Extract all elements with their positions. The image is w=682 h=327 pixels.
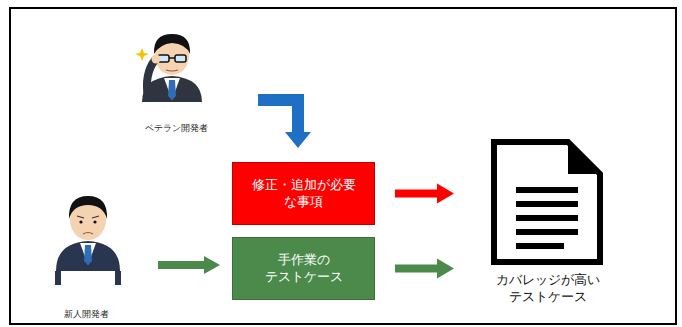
person-label: 新人開発者 <box>64 308 109 321</box>
veteran-figure <box>135 34 202 102</box>
arrow-shaft <box>395 190 438 198</box>
flow-arrow <box>395 259 454 279</box>
document-line <box>516 201 578 207</box>
document-line <box>516 215 578 221</box>
arrow-shaft <box>395 265 438 273</box>
requirement-box: 修正・追加が必要 な事項 <box>232 162 375 225</box>
flow-arrow <box>395 184 454 204</box>
document-line <box>516 187 578 193</box>
arrow-head <box>437 184 454 204</box>
box-label: 手作業の テストケース <box>248 252 360 286</box>
veteran-arrow <box>258 100 311 148</box>
box-label: 修正・追加が必要 な事項 <box>248 177 360 211</box>
document-outline <box>494 142 600 262</box>
document-caption: カバレッジが高い テストケース <box>484 272 612 306</box>
document-line <box>516 229 578 235</box>
new-developer-arrow <box>158 256 220 274</box>
person-label: ベテラン開発者 <box>145 122 208 135</box>
arrow-head <box>437 259 454 279</box>
new-developer-figure <box>56 196 120 285</box>
document-icon <box>486 138 606 266</box>
document-fold <box>568 142 600 174</box>
document-line <box>516 243 564 249</box>
manual-testcase-box: 手作業の テストケース <box>232 237 375 300</box>
frame-border <box>10 8 676 324</box>
document-node: カバレッジが高い テストケース <box>484 138 612 310</box>
